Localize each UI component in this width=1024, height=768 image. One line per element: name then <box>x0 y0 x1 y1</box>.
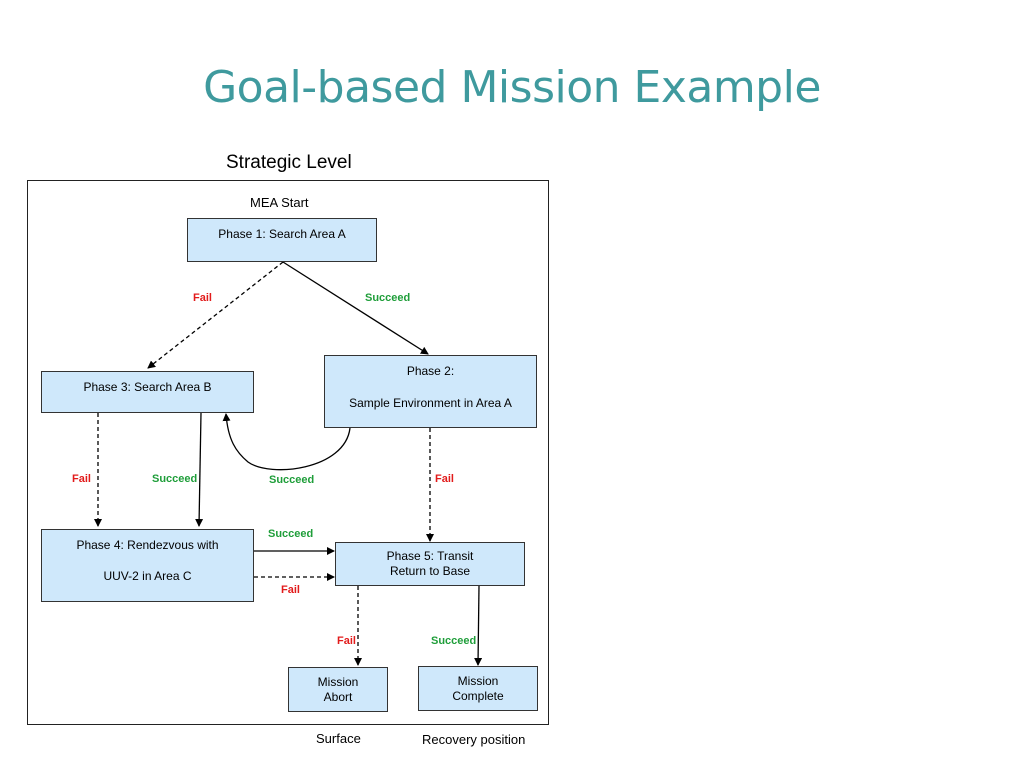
phase4-box: Phase 4: Rendezvous with UUV-2 in Area C <box>41 529 254 602</box>
label-p3-succeed: Succeed <box>152 473 198 485</box>
recovery-position-label: Recovery position <box>422 732 526 747</box>
phase1-box: Phase 1: Search Area A <box>187 218 377 262</box>
phase2-line2: Sample Environment in Area A <box>349 396 512 410</box>
label-p3-fail: Fail <box>72 473 91 485</box>
label-p2-fail: Fail <box>435 473 454 485</box>
label-p5-succeed: Succeed <box>431 635 477 647</box>
slide-title: Goal-based Mission Example <box>203 62 821 113</box>
abort-line1: Mission <box>317 675 359 689</box>
label-p5-fail: Fail <box>337 635 356 647</box>
abort-line2: Abort <box>323 690 353 704</box>
label-p2-succeed: Succeed <box>269 474 315 486</box>
phase4-line2: UUV-2 in Area C <box>103 569 192 583</box>
edge-p3-p4-succeed <box>195 412 204 527</box>
strategic-level-label: Strategic Level <box>226 152 352 173</box>
phase1-text: Phase 1: Search Area A <box>218 227 346 241</box>
mea-start-label: MEA Start <box>250 195 309 210</box>
complete-line1: Mission <box>457 674 499 688</box>
phase5-line2: Return to Base <box>389 564 471 578</box>
edge-p2-p3 <box>222 413 351 471</box>
edge-p1-p2 <box>282 261 429 355</box>
mission-abort-box: Mission Abort <box>288 667 388 712</box>
edge-p5-complete <box>474 585 483 666</box>
phase3-box: Phase 3: Search Area B <box>41 371 254 413</box>
phase2-line1: Phase 2: <box>406 364 455 378</box>
phase5-box: Phase 5: Transit Return to Base <box>335 542 525 586</box>
surface-label: Surface <box>316 731 361 746</box>
complete-line2: Complete <box>452 689 504 703</box>
phase5-line1: Phase 5: Transit <box>386 549 474 563</box>
label-p1-fail: Fail <box>193 292 212 304</box>
label-p4-fail: Fail <box>281 584 300 596</box>
phase2-box: Phase 2: Sample Environment in Area A <box>324 355 537 428</box>
phase3-text: Phase 3: Search Area B <box>83 380 212 394</box>
label-p1-succeed: Succeed <box>365 292 411 304</box>
label-p4-succeed: Succeed <box>268 528 314 540</box>
diagram-frame <box>27 180 549 725</box>
mission-complete-box: Mission Complete <box>418 666 538 711</box>
phase4-line1: Phase 4: Rendezvous with <box>76 538 219 552</box>
edge-p1-p3 <box>147 261 284 369</box>
